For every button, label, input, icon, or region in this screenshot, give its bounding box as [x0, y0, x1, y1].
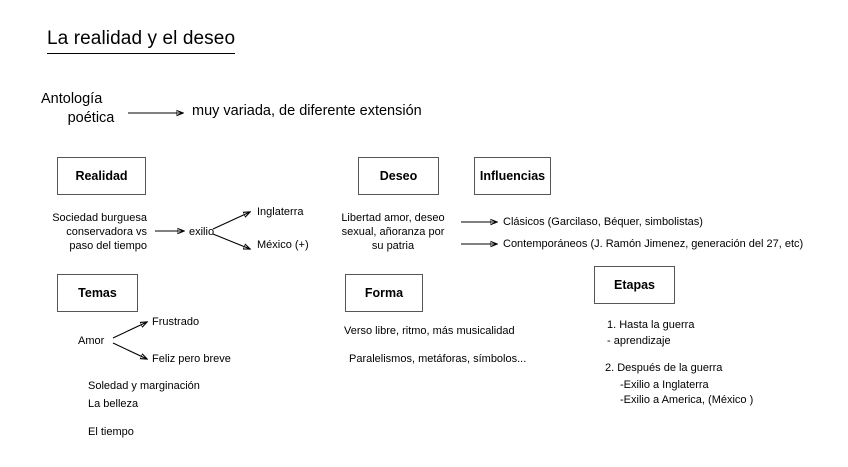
realidad-cause-line3: paso del tiempo	[69, 240, 147, 252]
node-box-deseo[interactable]: Deseo	[358, 157, 439, 195]
realidad-cause-line2: conservadora vs	[66, 226, 147, 238]
influencias-item-contemporaneos: Contemporáneos (J. Ramón Jimenez, genera…	[503, 238, 804, 250]
node-box-forma[interactable]: Forma	[345, 274, 423, 312]
antologia-target-text: muy variada, de diferente extensión	[192, 103, 422, 119]
realidad-middle-exilio: exilio	[189, 226, 215, 238]
antologia-label-line1: Antología	[41, 91, 103, 107]
temas-branch-frustrado: Frustrado	[152, 316, 200, 328]
temas-item-belleza: La belleza	[88, 398, 139, 410]
realidad-branch-inglaterra: Inglaterra	[257, 206, 304, 218]
etapas-stage1-sub: - aprendizaje	[607, 335, 671, 347]
etapas-stage2: 2. Después de la guerra	[605, 362, 723, 374]
deseo-desc-line3: su patria	[371, 240, 415, 252]
forma-line-paralelismos: Paralelismos, metáforas, símbolos...	[349, 353, 527, 365]
etapas-stage2-sub1: -Exilio a Inglaterra	[620, 379, 709, 391]
temas-root-amor: Amor	[78, 335, 105, 347]
node-box-temas[interactable]: Temas	[57, 274, 138, 312]
page-title: La realidad y el deseo	[47, 27, 236, 54]
temas-item-tiempo: El tiempo	[88, 426, 134, 438]
influencias-item-clasicos: Clásicos (Garcilaso, Béquer, simbolistas…	[503, 216, 703, 228]
forma-line-verso-libre: Verso libre, ritmo, más musicalidad	[344, 325, 515, 337]
realidad-cause-line1: Sociedad burguesa	[52, 212, 147, 224]
node-box-influencias[interactable]: Influencias	[474, 157, 551, 195]
etapas-stage1: 1. Hasta la guerra	[607, 319, 695, 331]
node-box-realidad[interactable]: Realidad	[57, 157, 146, 195]
arrow-amor-to-feliz	[112, 342, 147, 359]
arrow-exilio-to-mexico	[212, 233, 250, 249]
temas-item-soledad: Soledad y marginación	[88, 380, 200, 392]
deseo-desc-line2: sexual, añoranza por	[341, 226, 445, 238]
deseo-desc-line1: Libertad amor, deseo	[341, 212, 445, 224]
arrow-amor-to-frustrado	[112, 322, 147, 339]
node-box-etapas[interactable]: Etapas	[594, 266, 675, 304]
realidad-branch-mexico: México (+)	[257, 239, 309, 251]
arrow-exilio-to-inglaterra	[212, 212, 250, 230]
antologia-label-line2: poética	[67, 110, 115, 126]
etapas-stage2-sub2: -Exilio a America, (México )	[620, 394, 754, 406]
temas-branch-feliz-pero-breve: Feliz pero breve	[152, 353, 231, 365]
